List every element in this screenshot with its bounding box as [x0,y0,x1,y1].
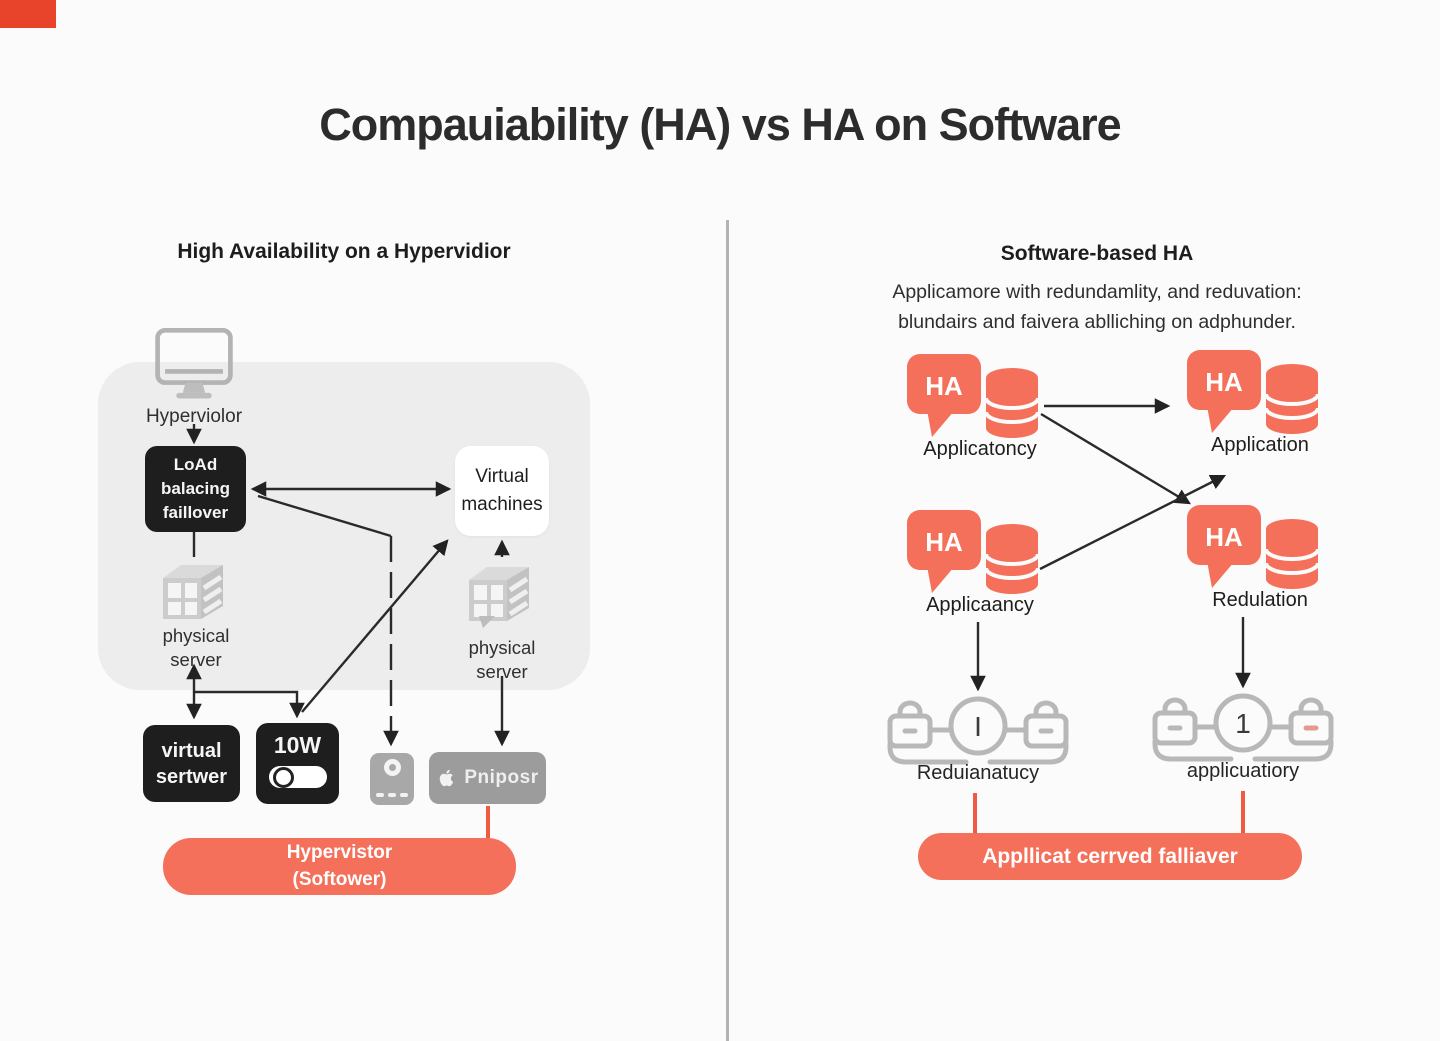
device-blob-icon [383,759,401,776]
physical-server-caption-right: physical server [440,636,564,685]
cluster-label-left: Reduianatucy [916,762,1040,784]
power-box-label: 10W [273,732,322,758]
application-failover-box: Appllicat cerrved falliaver [918,833,1302,880]
load-box-line3: faillover [162,502,229,522]
load-balancing-box: LoAd balacing faillover [145,446,246,532]
physical-server-caption-left: physical server [134,624,258,673]
physical-server-icon-left [156,556,232,626]
monitor-icon [152,325,236,401]
cluster-icon-left: I [878,694,1078,766]
svg-text:HA: HA [1205,522,1243,552]
virtual-machines-box: Virtual machines [455,446,549,536]
ps-left-line1: physical [162,625,230,646]
physical-server-icon-right [462,558,538,628]
ha-bubble-database-icon: HA [907,354,1040,438]
device-box-small [370,753,414,805]
toggle-knob-icon [272,766,294,788]
vs-line2: sertwer [155,765,228,788]
left-section-header: High Availability on a Hypervidior [177,240,511,263]
vs-line1: virtual [161,739,222,762]
device-dots-icon [376,793,408,797]
svg-text:HA: HA [925,527,963,557]
cluster-icon-right: 1 [1143,691,1343,763]
cluster-label-right: applicuatiory [1186,760,1300,782]
virtual-server-box: virtual sertwer [143,725,240,802]
ha-unit-label: Applicatoncy [923,438,1037,460]
ha-unit-label: Application [1211,434,1309,456]
hypervisor-box-line1: Hypervistor [286,842,393,864]
load-box-line2: balacing [161,479,230,499]
ha-unit-applicatoncy: HA Applicatoncy [905,352,1055,468]
hypervisor-software-box: Hypervistor (Softower) [163,838,516,895]
ps-right-line2: server [476,661,528,683]
section-divider [726,220,729,1041]
right-subtitle-line1: Applicamore with redundamlity, and reduv… [892,281,1302,303]
ha-bubble-database-icon: HA [1187,350,1320,434]
ps-left-line2: server [170,649,222,671]
svg-text:HA: HA [925,371,963,401]
hypervisor-box-line2: (Softower) [292,868,387,890]
toggle-switch [268,766,327,788]
ha-bubble-database-icon: HA [1187,505,1320,589]
svg-text:1: 1 [1235,708,1251,739]
ha-unit-label: Applicaancy [926,594,1034,616]
ha-unit-applicaancy: HA Applicaancy [905,508,1055,624]
svg-text:HA: HA [1205,367,1243,397]
ha-unit-application: HA Application [1185,348,1335,464]
right-subtitle-line2: blundairs and faivera ablliching on adph… [898,311,1296,334]
corner-accent-bar [0,0,56,28]
monitor-caption: Hyperviolor [145,406,243,427]
ha-unit-redulation: HA Redulation [1185,503,1335,619]
ps-right-line1: physical [468,637,536,658]
apple-logo-icon [436,766,457,790]
apple-device-label: Pniposr [464,767,539,788]
ha-unit-label: Redulation [1212,589,1308,611]
load-box-line1: LoAd [173,455,218,475]
vm-box-line1: Virtual [475,466,529,488]
svg-text:I: I [974,711,982,742]
right-section-header: Software-based HA [1000,242,1194,265]
right-subtitle: Applicamore with redundamlity, and reduv… [742,277,1440,337]
power-box: 10W [256,723,339,804]
page-title: Compauiability (HA) vs HA on Software [319,99,1121,150]
apple-device-box: Pniposr [429,752,546,804]
vm-box-line2: machines [461,494,543,515]
ha-bubble-database-icon: HA [907,510,1040,594]
